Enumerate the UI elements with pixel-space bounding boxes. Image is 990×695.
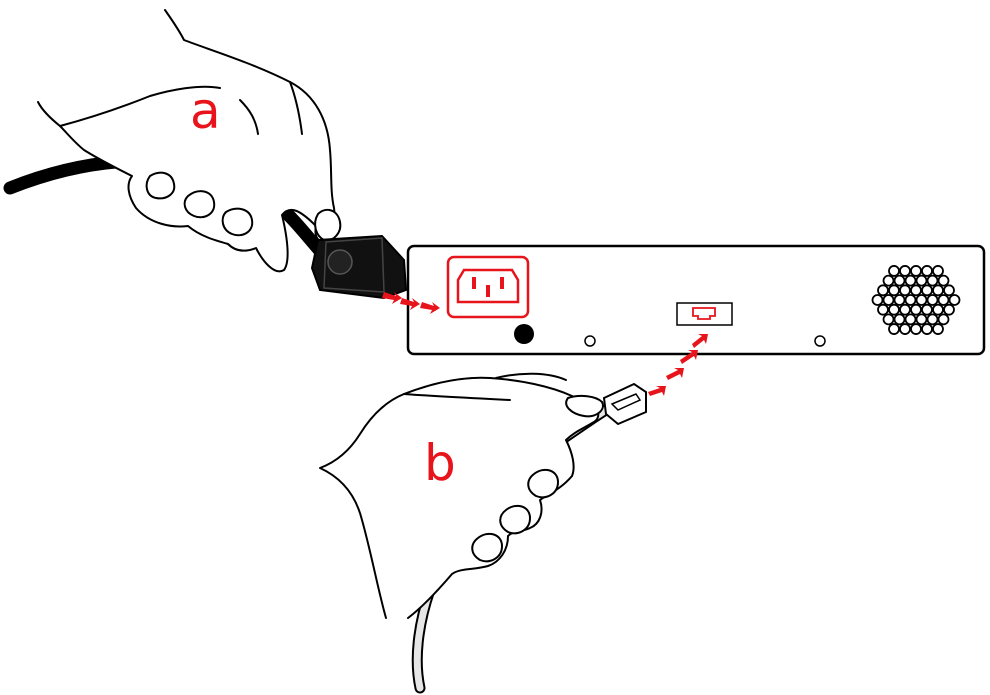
vent-hole	[910, 284, 922, 297]
vent-hole	[910, 303, 922, 316]
vent-hole	[888, 303, 900, 316]
vent-hole	[932, 284, 944, 297]
vent-hole	[926, 274, 939, 287]
vent-hole	[899, 265, 911, 277]
network-plug	[602, 382, 647, 426]
vent-hole	[888, 323, 900, 335]
vent-hole	[899, 303, 911, 316]
vent-hole	[904, 313, 917, 326]
vent-hole	[948, 294, 961, 306]
vent-hole	[915, 294, 928, 306]
vent-hole	[921, 323, 933, 335]
vent-hole	[888, 284, 900, 297]
vent-hole	[893, 294, 906, 306]
vent-hole	[877, 284, 889, 297]
hand-b	[319, 372, 604, 619]
vent-hole	[893, 313, 906, 326]
vent-hole	[943, 284, 955, 297]
fan-vent-icon	[871, 265, 961, 335]
power-inlet-icon	[446, 255, 530, 319]
insertion-arrow-icon	[648, 334, 708, 396]
vent-hole	[904, 274, 917, 287]
ground-post-icon	[514, 324, 534, 344]
vent-hole	[882, 294, 895, 306]
vent-hole	[921, 284, 933, 297]
vent-hole	[893, 274, 906, 287]
power-plug	[310, 234, 408, 300]
vent-hole	[926, 294, 939, 306]
vent-hole	[910, 323, 922, 335]
label-b: b	[424, 434, 456, 492]
vent-hole	[904, 294, 917, 306]
hand-a	[37, 9, 342, 273]
mounting-hole-left	[584, 335, 596, 347]
vent-hole	[871, 294, 884, 306]
insertion-arrow-icon	[382, 292, 440, 314]
device-rear-panel	[406, 244, 986, 356]
vent-hole	[932, 323, 944, 335]
vent-hole	[932, 265, 944, 277]
vent-hole	[882, 274, 895, 287]
vent-hole	[899, 284, 911, 297]
vent-hole	[937, 294, 950, 306]
vent-hole	[888, 265, 900, 277]
vent-hole	[915, 274, 928, 287]
vent-hole	[937, 274, 950, 287]
vent-hole	[932, 303, 944, 316]
vent-hole	[943, 303, 955, 316]
ethernet-port-icon	[676, 302, 733, 326]
mounting-hole-right	[814, 335, 826, 347]
label-a: a	[190, 82, 221, 140]
vent-hole	[926, 313, 939, 326]
vent-hole	[877, 303, 889, 316]
vent-hole	[882, 313, 895, 326]
vent-hole	[937, 313, 950, 326]
vent-hole	[899, 323, 911, 335]
vent-hole	[921, 265, 933, 277]
vent-hole	[915, 313, 928, 326]
vent-hole	[921, 303, 933, 316]
vent-hole	[910, 265, 922, 277]
